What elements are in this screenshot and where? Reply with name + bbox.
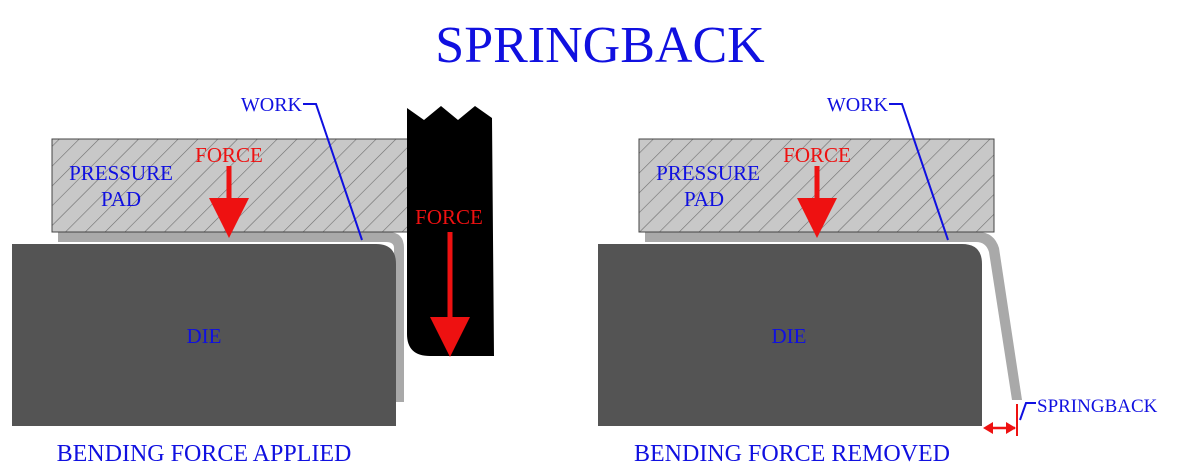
- die-block: [598, 244, 982, 426]
- die-label: DIE: [772, 324, 807, 348]
- pressure-pad-label-line1: PRESSURE: [69, 161, 173, 185]
- pressure-pad-label-line1: PRESSURE: [656, 161, 760, 185]
- caption-removed: BENDING FORCE REMOVED: [634, 441, 950, 467]
- work-leader-line: [303, 103, 363, 241]
- springback-arrowhead-left: [983, 422, 993, 434]
- punch: [407, 106, 494, 356]
- punch-force-label: FORCE: [415, 205, 483, 229]
- diagram-title: SPRINGBACK: [435, 17, 765, 74]
- pressure-pad-label-line2: PAD: [101, 187, 141, 211]
- pad-force-label: FORCE: [195, 143, 263, 167]
- springback-arrowhead-right: [1006, 422, 1016, 434]
- pressure-pad-label-line2: PAD: [684, 187, 724, 211]
- pad-force-label: FORCE: [783, 143, 851, 167]
- caption-applied: BENDING FORCE APPLIED: [57, 441, 352, 467]
- work-label: WORK: [241, 94, 303, 116]
- springback-leader-line: [1019, 402, 1036, 421]
- springback-label: SPRINGBACK: [1037, 396, 1158, 417]
- left-panel: WORK FORCE PRESSURE PAD FORCE DIE BENDIN…: [12, 94, 494, 467]
- die-block: [12, 244, 396, 426]
- work-leader-line: [889, 103, 949, 241]
- right-panel: WORK FORCE PRESSURE PAD DIE SPRINGBACK B…: [598, 94, 1158, 467]
- work-label: WORK: [827, 94, 889, 116]
- die-label: DIE: [187, 324, 222, 348]
